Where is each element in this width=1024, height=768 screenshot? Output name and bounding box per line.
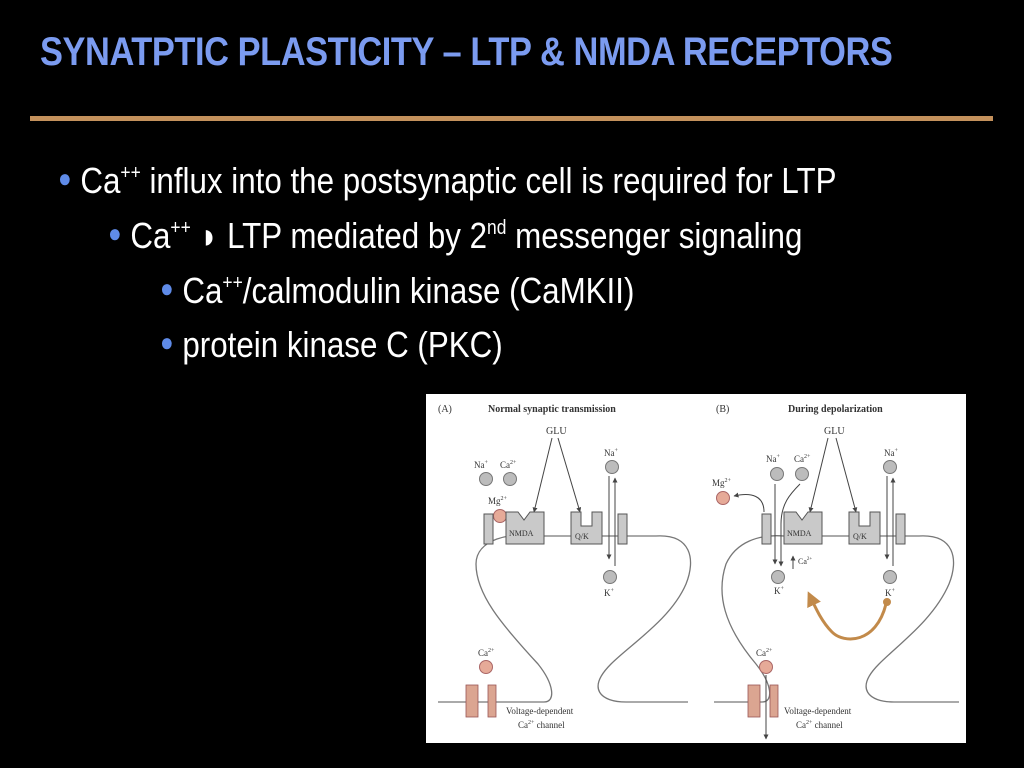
bullet-1-1-1: ●Ca++/calmodulin kinase (CaMKII) <box>160 270 635 311</box>
k-ion <box>603 570 617 584</box>
glu-arrow <box>835 437 858 513</box>
depolarization-arrow <box>807 591 888 641</box>
slide-title: SYNATPTIC PLASTICITY – LTP & NMDA RECEPT… <box>40 30 893 74</box>
vdcc-subunit <box>487 684 497 718</box>
na-ion <box>770 467 784 481</box>
na-ion <box>883 460 897 474</box>
mg-label: Mg2+ <box>712 478 732 488</box>
panel-a: (A) Normal synaptic transmission GLU Na+… <box>438 404 692 730</box>
qk-label: Q/K <box>853 532 867 541</box>
glu-arrow <box>532 437 553 513</box>
nmda-receptor-figure: (A) Normal synaptic transmission GLU Na+… <box>426 394 966 743</box>
depolarization-arrow-origin <box>883 598 891 606</box>
glu-arrow <box>808 437 829 513</box>
k-label: K+ <box>774 586 785 596</box>
nmda-label: NMDA <box>509 529 534 538</box>
glu-label: GLU <box>546 426 567 437</box>
vdcc-label-line2: Ca2+ channel <box>796 720 843 730</box>
vdcc-subunit <box>747 684 761 718</box>
bullet-1-1-2: ●protein kinase C (PKC) <box>160 324 503 365</box>
k-label: K+ <box>885 588 896 598</box>
mg-expulsion-arrow <box>733 492 765 513</box>
ca-label: Ca2+ <box>500 460 517 470</box>
k-ion <box>883 570 897 584</box>
mg-label: Mg2+ <box>488 496 508 506</box>
glu-arrow <box>557 437 582 513</box>
vdcc-subunit-outline <box>465 684 479 718</box>
bullet-1: ●Ca++ influx into the postsynaptic cell … <box>58 160 837 201</box>
panel-a-title: Normal synaptic transmission <box>488 404 616 415</box>
na-label: Na+ <box>604 448 619 458</box>
na-label: Na+ <box>474 460 489 470</box>
ca-inner-label: Ca2+ <box>798 557 812 566</box>
qk-label: Q/K <box>575 532 589 541</box>
ca-ion <box>503 472 517 486</box>
ca-label: Ca2+ <box>794 454 811 464</box>
nmda-label: NMDA <box>787 529 812 538</box>
ca-ion <box>479 660 493 674</box>
bullet-dot-icon: ● <box>160 273 174 303</box>
ca-bottom-label: Ca2+ <box>756 648 773 658</box>
k-ion <box>771 570 785 584</box>
mg-ion <box>716 491 730 505</box>
panel-b: (B) During depolarization GLU Na+ Ca2+ M… <box>712 404 959 740</box>
vdcc-subunit <box>769 684 779 718</box>
vdcc-subunit <box>466 685 478 717</box>
k-label: K+ <box>604 588 615 598</box>
qk-subunit <box>617 513 628 545</box>
bullet-dot-icon: ● <box>160 327 174 357</box>
na-ion <box>479 472 493 486</box>
vdcc-label-line1: Voltage-dependent <box>784 706 852 716</box>
nmda-receptor <box>783 511 823 545</box>
na-ion <box>605 460 619 474</box>
ca-influx-arrow <box>778 483 801 567</box>
na-label: Na+ <box>766 454 781 464</box>
bullet-dot-icon: ● <box>108 218 122 248</box>
ca-ion <box>795 467 809 481</box>
panel-a-label: (A) <box>438 404 452 415</box>
title-divider <box>30 116 993 121</box>
vdcc-label-line1: Voltage-dependent <box>506 706 574 716</box>
membrane-outline <box>438 534 692 703</box>
na-label: Na+ <box>884 448 899 458</box>
nmda-subunit <box>761 513 772 545</box>
qk-receptor <box>570 511 603 545</box>
panel-b-title: During depolarization <box>788 404 883 415</box>
nmda-subunit <box>483 513 494 545</box>
ca-bottom-label: Ca2+ <box>478 648 495 658</box>
membrane-outline <box>714 535 959 703</box>
glu-label: GLU <box>824 426 845 437</box>
mg-ion <box>493 509 507 523</box>
qk-subunit <box>895 513 906 545</box>
vdcc-label-line2: Ca2+ channel <box>518 720 565 730</box>
qk-receptor <box>848 511 881 545</box>
panel-b-label: (B) <box>716 404 729 415</box>
bullet-dot-icon: ● <box>58 163 72 193</box>
nmda-receptor <box>505 511 545 545</box>
bullet-1-1: ●Ca++ ◗ LTP mediated by 2nd messenger si… <box>108 215 803 256</box>
ca-ion <box>759 660 773 674</box>
